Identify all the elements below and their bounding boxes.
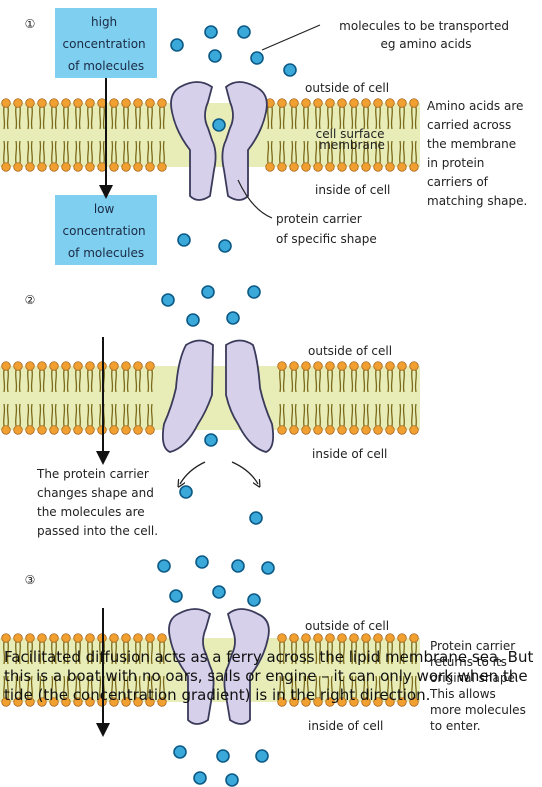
molecule [205, 26, 217, 38]
molecule [227, 312, 239, 324]
stage-1: ① high concentration of molecules low co… [0, 8, 527, 265]
stage-2-note: The protein carrier changes shape and th… [36, 467, 158, 538]
outside-of-cell-label-2: outside of cell [308, 344, 392, 358]
stage-number-2: ② [25, 293, 36, 307]
inside-of-cell-label-1: inside of cell [315, 183, 390, 197]
molecule [158, 560, 170, 572]
molecule [250, 512, 262, 524]
molecules-label: molecules to be transported eg amino aci… [339, 19, 513, 51]
molecule [178, 234, 190, 246]
stage-2: ② outside of cell inside of cell The pro… [0, 286, 420, 538]
inside-of-cell-label-3: inside of cell [308, 719, 383, 733]
cell-surface-membrane-label: cell surface membrane [316, 127, 389, 152]
molecule [256, 750, 268, 762]
molecule [162, 294, 174, 306]
inside-of-cell-label-2: inside of cell [312, 447, 387, 461]
exit-arrow-left [180, 462, 205, 484]
molecule [284, 64, 296, 76]
molecule [170, 590, 182, 602]
molecule [209, 50, 221, 62]
molecule [174, 746, 186, 758]
molecule [217, 750, 229, 762]
stage-number-3: ③ [25, 573, 36, 587]
molecule [205, 434, 217, 446]
side-note-1: Amino acids are carried across the membr… [427, 99, 527, 208]
molecule [248, 286, 260, 298]
molecule [232, 560, 244, 572]
outside-of-cell-label-3: outside of cell [305, 619, 389, 633]
outside-of-cell-label-1: outside of cell [305, 81, 389, 95]
molecule [194, 772, 206, 784]
molecule [238, 26, 250, 38]
molecule [213, 119, 225, 131]
protein-carrier-label: protein carrier of specific shape [276, 212, 377, 246]
exit-arrow-right [232, 462, 258, 484]
molecule [248, 594, 260, 606]
stage-number-1: ① [25, 17, 36, 31]
analogy-caption: Facilitated diffusion acts as a ferry ac… [4, 648, 540, 705]
molecule [262, 562, 274, 574]
molecule [196, 556, 208, 568]
molecule [226, 774, 238, 786]
molecule [251, 52, 263, 64]
molecule [180, 486, 192, 498]
molecule [213, 586, 225, 598]
molecule [219, 240, 231, 252]
molecule [171, 39, 183, 51]
molecule [187, 314, 199, 326]
molecule [202, 286, 214, 298]
